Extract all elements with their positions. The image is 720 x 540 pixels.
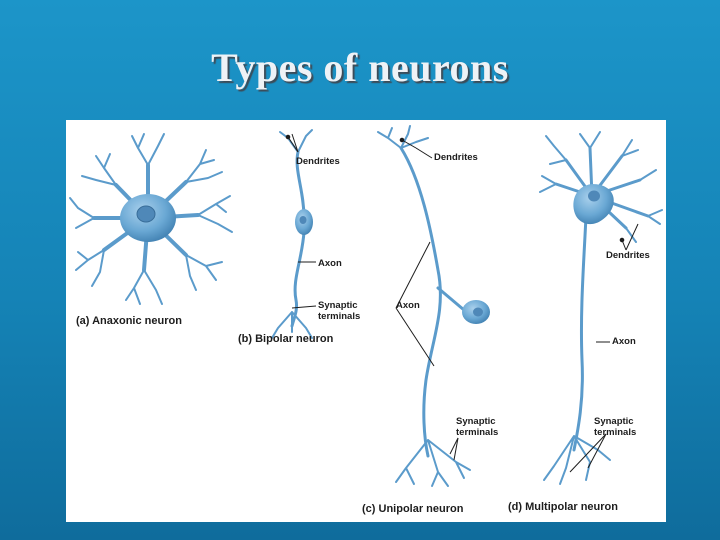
caption-multipolar: (d) Multipolar neuron: [508, 501, 618, 513]
synaptic-line1: Synaptic: [456, 416, 496, 427]
unipolar-dendrites-label: Dendrites: [434, 152, 478, 163]
unipolar-neuron: [377, 125, 490, 487]
synaptic-line1: Synaptic: [318, 300, 358, 311]
multipolar-dendrites-label: Dendrites: [606, 250, 650, 261]
anaxonic-neuron: [69, 133, 233, 305]
bipolar-axon-label: Axon: [318, 258, 342, 269]
synaptic-line2: terminals: [594, 427, 637, 438]
caption-anaxonic: (a) Anaxonic neuron: [76, 315, 182, 327]
multipolar-axon-label: Axon: [612, 336, 636, 347]
synaptic-line2: terminals: [456, 427, 499, 438]
caption-unipolar: (c) Unipolar neuron: [362, 503, 464, 515]
neuron-illustrations: [69, 125, 663, 487]
synaptic-line2: terminals: [318, 311, 361, 322]
unipolar-axon-label: Axon: [396, 300, 420, 311]
bipolar-leaders: [285, 133, 317, 309]
multipolar-synaptic-label: Synaptic terminals: [594, 416, 636, 438]
multipolar-leaders: [569, 223, 639, 473]
unipolar-leaders: [395, 137, 459, 461]
bipolar-synaptic-label: Synaptic terminals: [318, 300, 360, 322]
unipolar-synaptic-label: Synaptic terminals: [456, 416, 498, 438]
multipolar-neuron: [539, 131, 663, 485]
neuron-diagram: Dendrites Axon Synaptic terminals (b) Bi…: [66, 120, 666, 522]
bipolar-dendrites-label: Dendrites: [296, 156, 340, 167]
caption-bipolar: (b) Bipolar neuron: [238, 333, 334, 345]
slide-title: Types of neurons: [211, 45, 509, 90]
synaptic-line1: Synaptic: [594, 416, 634, 427]
